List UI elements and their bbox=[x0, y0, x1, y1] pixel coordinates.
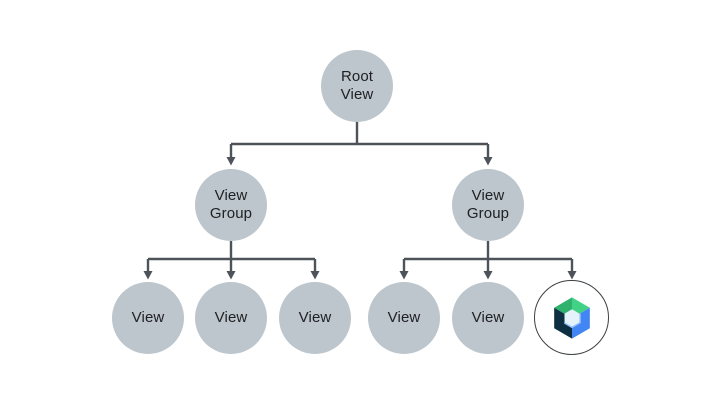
node-view-left-1-label: View bbox=[131, 309, 165, 326]
node-view-right-2-label: View bbox=[471, 309, 505, 326]
node-view-left-1: View bbox=[112, 282, 184, 354]
arrowhead-view-left-2 bbox=[226, 271, 236, 280]
node-view-group-left: View Group bbox=[195, 169, 267, 241]
arrowhead-compose-node bbox=[567, 271, 577, 280]
connector-right-viewgroup-children bbox=[399, 241, 577, 280]
arrowhead-view-right-1 bbox=[399, 271, 409, 280]
arrowhead-view-left-3 bbox=[310, 271, 320, 280]
node-root-view-label: Root View bbox=[340, 68, 374, 103]
arrowhead-left-viewgroup bbox=[226, 157, 236, 166]
arrowhead-view-left-1 bbox=[143, 271, 153, 280]
node-view-group-left-label: View Group bbox=[209, 187, 253, 222]
node-view-left-3: View bbox=[279, 282, 351, 354]
node-root-view: Root View bbox=[321, 50, 393, 122]
node-view-right-2: View bbox=[452, 282, 524, 354]
node-view-right-1: View bbox=[368, 282, 440, 354]
jetpack-compose-logo-icon bbox=[553, 296, 590, 339]
node-view-left-3-label: View bbox=[298, 309, 332, 326]
arrowhead-right-viewgroup bbox=[483, 157, 493, 166]
node-view-group-right-label: View Group bbox=[466, 187, 510, 222]
node-view-group-right: View Group bbox=[452, 169, 524, 241]
node-view-left-2: View bbox=[195, 282, 267, 354]
node-compose bbox=[534, 280, 609, 355]
connector-left-viewgroup-children bbox=[143, 241, 320, 280]
node-view-left-2-label: View bbox=[214, 309, 248, 326]
node-view-right-1-label: View bbox=[387, 309, 421, 326]
connector-root-to-viewgroups bbox=[226, 121, 493, 166]
arrowhead-view-right-2 bbox=[483, 271, 493, 280]
